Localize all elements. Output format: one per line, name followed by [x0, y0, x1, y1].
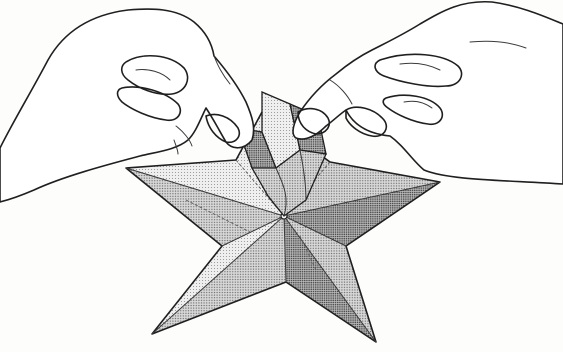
right-hand — [293, 2, 563, 184]
right-hand-outline — [293, 2, 563, 184]
